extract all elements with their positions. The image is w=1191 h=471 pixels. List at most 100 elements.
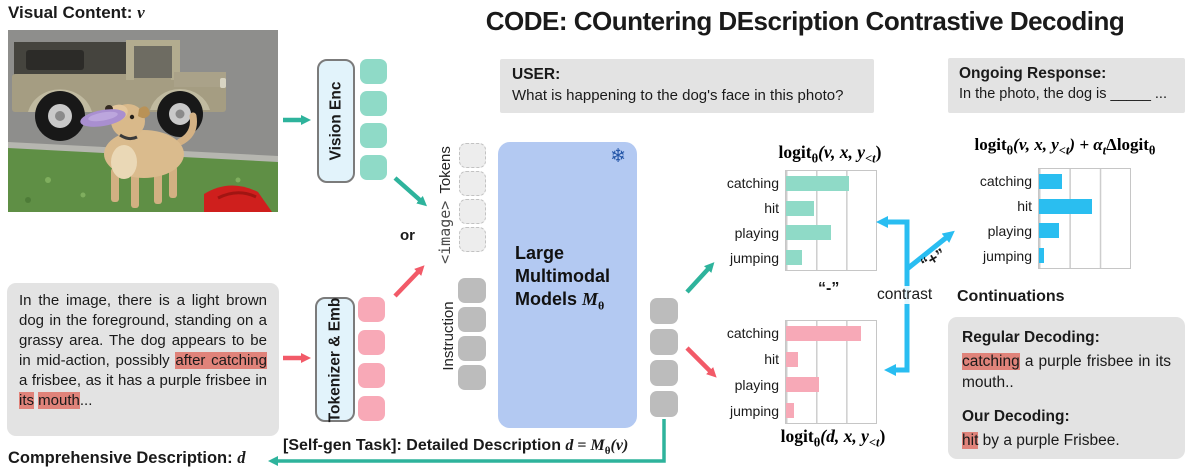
output-token [650,360,678,386]
visual-content-label: Visual Content: v [8,3,145,23]
comprehensive-text: Comprehensive Description: [8,449,238,467]
lmm-theta-subscript: θ [598,298,605,313]
formula-sub: θ [1006,143,1014,158]
description-text: a frisbee, as it has a purple frisbee in [19,372,267,389]
description-highlight: its [19,392,34,409]
bar-jumping [1039,248,1044,264]
formula-part: Δlogit [1106,135,1149,154]
instruction-token [458,278,486,303]
logit-d-formula: logitθ(d, x, y<t) [723,426,943,451]
description-text: ... [79,392,93,409]
selfgen-m: M [590,437,605,454]
instruction-text: Instruction [439,301,457,371]
chart-tick-label: hit [764,199,779,216]
text-token [358,363,385,388]
bar-jumping [786,250,803,266]
adjusted-logit-formula: logitθ(v, x, y<t) + αtΔlogitθ [942,135,1188,158]
our-decoding-highlight: hit [962,432,979,449]
our-decoding-text: by a purple Frisbee. [978,432,1120,449]
text-tokens-to-image-tokens-arrow [393,265,425,298]
bar-hit [1039,198,1092,214]
output-to-logit-v-arrow [685,262,715,294]
image-placeholder-token [459,143,486,168]
vision-token [360,123,387,148]
image-placeholder-token-stack [459,143,486,252]
formula-part: logit [778,142,812,162]
chart-tick-label: catching [726,174,779,191]
regular-decoding-heading: Regular Decoding: [962,329,1100,346]
image-token-tag: <image> [436,200,454,264]
contrast-minus-arrow [876,216,910,269]
bar-catching [786,326,861,342]
chart-tick-label: jumping [982,248,1032,265]
vision-encoder-block: Vision Enc [317,59,355,183]
dog-frisbee-photo [8,30,278,212]
selfgen-text: [Self-gen Task]: Detailed Description [283,437,566,454]
text-token [358,396,385,421]
jeep [12,40,226,141]
comprehensive-description-box: In the image, there is a light brown dog… [7,283,279,436]
continuations-heading: Continuations [957,288,1065,305]
instruction-token [458,336,486,361]
our-decoding-segment: Our Decoding: hit by a purple Frisbee. [962,406,1171,451]
formula-sub: θ [1148,143,1156,158]
formula-sub: θ [811,151,819,166]
output-token [650,298,678,324]
comprehensive-description-label: Comprehensive Description: d [8,448,245,468]
contrast-label: contrast [873,286,937,304]
vision-tokens-to-image-tokens-arrow [393,176,427,207]
chart-tick-label: catching [979,172,1032,189]
lmm-line2: Multimodal [515,266,610,286]
image-tokens-label: <image> Tokens [435,130,455,280]
contrast-plus-arrow [884,269,910,376]
description-highlight: after catching [175,352,267,369]
bar-catching [1039,173,1062,189]
image-placeholder-token [459,227,486,252]
formula-part: logit [974,135,1007,154]
logit-v-formula: logitθ(v, x, y<t) [720,142,940,167]
vision-token [360,155,387,180]
text-token [358,330,385,355]
visual-content-text: Visual Content: [8,3,138,22]
formula-sub: t [1102,143,1107,158]
lmm-line1: Large [515,243,565,263]
plus-branch-label: “+” [918,245,949,274]
formula-part: ) [875,142,882,162]
ongoing-response-box: Ongoing Response: In the photo, the dog … [948,58,1185,113]
user-heading: USER: [512,66,561,83]
vision-token [360,91,387,116]
visual-content-symbol-v: v [137,3,145,22]
regular-decoding-text: a purple frisbee in its mouth.. [962,353,1171,391]
chart-tick-label: playing [987,223,1032,240]
lmm-line3: Models [515,289,583,309]
our-decoding-heading: Our Decoding: [962,408,1070,425]
formula-part: logit [780,426,814,446]
instruction-token-stack [458,278,486,390]
tokenizer-emb-label: Tokenizer & Emb [326,297,344,422]
chart-tick-label: jumping [729,250,779,267]
bar-playing [786,225,831,241]
formula-part: ) + α [1069,135,1103,154]
chart-tick-label: jumping [729,403,779,419]
lmm-block: ❄ Large Multimodal Models Mθ [498,142,637,428]
bar-jumping [786,402,795,418]
ongoing-response-text: In the photo, the dog is _____ ... [959,86,1167,102]
image-placeholder-token [459,171,486,196]
tokens-text: Tokens [436,146,454,194]
bar-playing [1039,223,1060,239]
formula-part: (d, x, y [820,426,869,446]
selfgen-eq: = [573,437,591,454]
adjusted-logit-bar-chart: catching hit playing jumping [959,168,1131,269]
description-highlight: mouth [38,392,80,409]
output-token [650,329,678,355]
text-token-stack [358,297,385,421]
text-token [358,297,385,322]
chart-tick-label: hit [1017,197,1032,214]
minus-branch-label: “-” [818,280,840,297]
instruction-token [458,365,486,390]
chart-tick-label: hit [764,351,779,367]
formula-part: (v, x, y [1013,135,1059,154]
vision-encoder-label: Vision Enc [327,81,344,161]
formula-part: ) [879,426,886,446]
